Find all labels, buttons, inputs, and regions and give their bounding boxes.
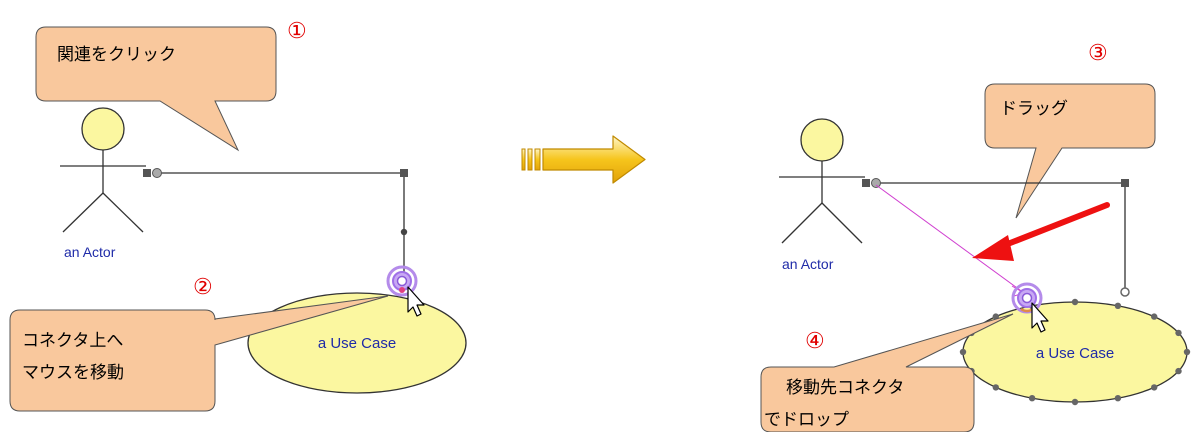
- red-arrow-icon: [972, 202, 1110, 261]
- right-arrow-icon: [521, 135, 646, 184]
- ellipse-connector-handle[interactable]: [1151, 313, 1158, 320]
- step-number-3: ③: [1088, 41, 1108, 66]
- callout-click-association-text: 関連をクリック: [57, 45, 176, 65]
- bend-handle[interactable]: [400, 169, 408, 177]
- step-number-2: ②: [193, 275, 213, 300]
- step-number-1: ①: [287, 19, 307, 44]
- right-panel: ③ ドラッグ an Actor a Use Case: [760, 41, 1191, 432]
- actor-figure-right: [779, 118, 865, 244]
- connector-old[interactable]: [1120, 287, 1130, 297]
- association-endpoint[interactable]: [152, 168, 162, 178]
- bend-handle-right[interactable]: [1121, 179, 1129, 187]
- ellipse-connector-handle[interactable]: [1175, 367, 1182, 375]
- association-endpoint-right[interactable]: [871, 178, 881, 188]
- actor-head-right: [800, 118, 844, 162]
- ellipse-connector-handle[interactable]: [959, 348, 967, 356]
- callout-move-to-connector-line1: コネクタ上へ: [22, 331, 123, 351]
- step-number-4: ④: [805, 329, 825, 354]
- connector-highlight[interactable]: [386, 265, 418, 297]
- ellipse-connector-handle[interactable]: [1151, 384, 1158, 391]
- actor-figure: [60, 107, 146, 233]
- ellipse-connector-handle[interactable]: [1071, 298, 1079, 306]
- ellipse-connector-handle[interactable]: [1183, 348, 1191, 356]
- actor-head: [81, 107, 125, 151]
- callout-drop-line2: でドロップ: [764, 410, 849, 430]
- ellipse-connector-handle[interactable]: [1175, 329, 1182, 337]
- callout-drag-text: ドラッグ: [1000, 99, 1068, 119]
- callout-click-association: 関連をクリック: [35, 26, 277, 152]
- ellipse-connector-handle[interactable]: [1028, 395, 1036, 402]
- usecase-label: a Use Case: [318, 335, 396, 352]
- end-handle-right[interactable]: [862, 179, 870, 187]
- association-line[interactable]: [143, 168, 408, 283]
- callout-move-to-connector-line2: マウスを移動: [22, 363, 124, 383]
- actor-label-right: an Actor: [782, 256, 834, 272]
- connector-highlight-right[interactable]: [1011, 282, 1043, 314]
- callout-drag: ドラッグ: [984, 83, 1156, 219]
- mouse-pointer-icon: [407, 286, 425, 317]
- mouse-pointer-icon-right: [1031, 302, 1049, 333]
- left-panel: 関連をクリック ① an Actor a Use Case: [9, 19, 467, 412]
- association-line-right[interactable]: [862, 178, 1130, 297]
- callout-drop-line1: 移動先コネクタ: [786, 378, 904, 398]
- end-handle[interactable]: [143, 169, 151, 177]
- midpoint-handle[interactable]: [400, 228, 408, 236]
- ellipse-connector-handle[interactable]: [1114, 395, 1122, 402]
- usecase-label-right: a Use Case: [1036, 345, 1114, 362]
- ellipse-connector-handle[interactable]: [1071, 398, 1079, 406]
- ellipse-connector-handle[interactable]: [1114, 302, 1122, 309]
- callout-move-to-connector: コネクタ上へ マウスを移動: [9, 295, 389, 412]
- ellipse-connector-handle[interactable]: [992, 384, 999, 391]
- callout-drop-on-connector: 移動先コネクタ でドロップ: [760, 313, 1014, 432]
- actor-label: an Actor: [64, 244, 116, 260]
